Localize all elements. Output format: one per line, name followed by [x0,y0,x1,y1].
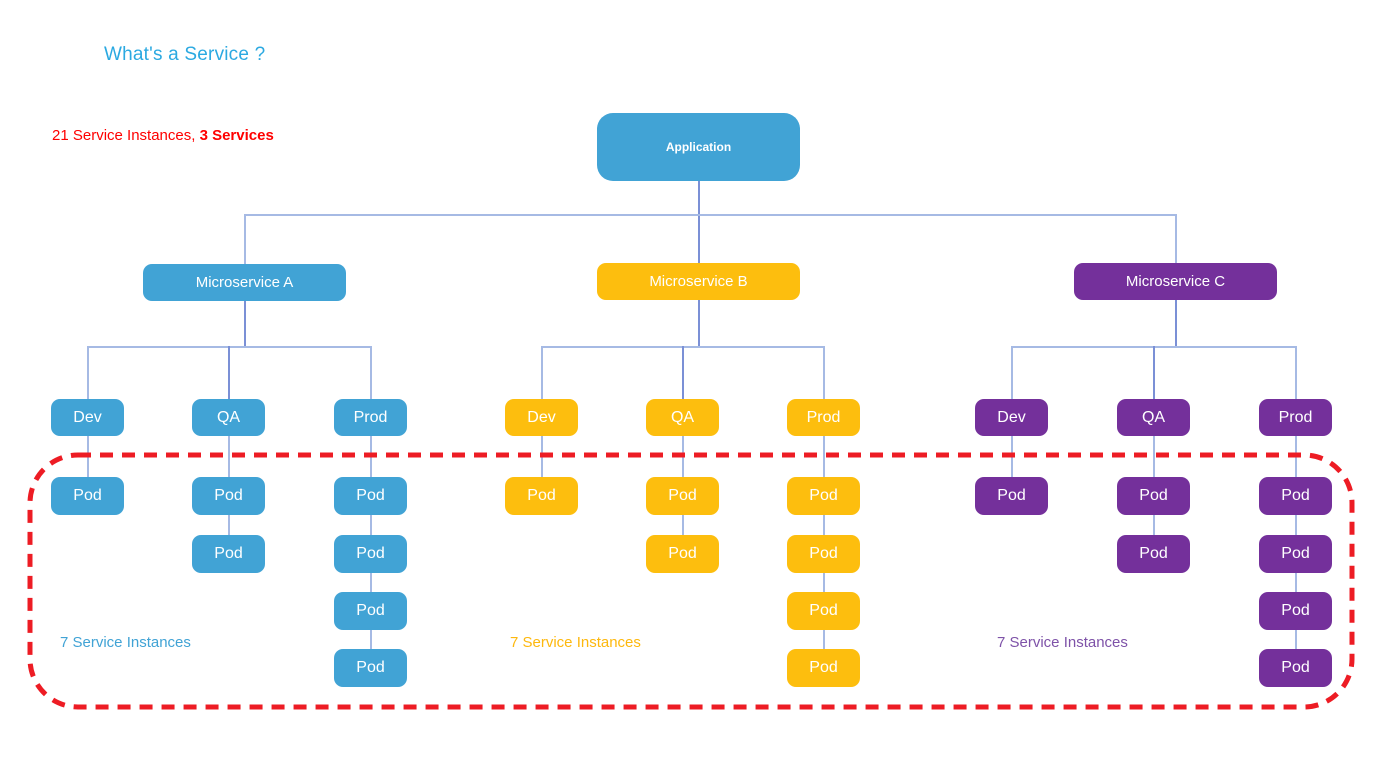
node-pod-c-prod-2: Pod [1259,535,1332,573]
connector-line [682,346,684,399]
connector-line [244,301,246,347]
connector-line [244,214,1177,216]
connector-line [1153,515,1155,535]
connector-line [1153,436,1155,477]
node-application: Application [597,113,800,181]
node-pod-c-qa-1: Pod [1117,477,1190,515]
connector-line [370,573,372,592]
node-pod-a-prod-1: Pod [334,477,407,515]
node-pod-a-qa-1: Pod [192,477,265,515]
connector-line [823,573,825,592]
node-env-c-dev: Dev [975,399,1048,436]
node-env-a-prod: Prod [334,399,407,436]
summary-services-count: 3 Services [199,127,274,144]
node-pod-c-prod-3: Pod [1259,592,1332,630]
summary-instances-count: 21 Service Instances, [52,127,200,144]
node-env-b-qa: QA [646,399,719,436]
connector-line [1175,214,1177,263]
node-pod-b-dev-1: Pod [505,477,578,515]
node-pod-a-prod-2: Pod [334,535,407,573]
connector-line [823,630,825,649]
node-pod-b-prod-2: Pod [787,535,860,573]
connector-line [1295,630,1297,649]
connector-line [1175,300,1177,347]
node-env-c-prod: Prod [1259,399,1332,436]
connector-line [698,300,700,347]
instances-label-a: 7 Service Instances [60,634,191,651]
node-pod-c-prod-1: Pod [1259,477,1332,515]
connector-line [682,436,684,477]
node-env-b-prod: Prod [787,399,860,436]
connector-line [1295,346,1297,399]
node-env-a-dev: Dev [51,399,124,436]
node-pod-b-prod-1: Pod [787,477,860,515]
node-pod-a-qa-2: Pod [192,535,265,573]
connector-line [87,346,89,399]
node-pod-a-dev-1: Pod [51,477,124,515]
connector-line [1295,436,1297,477]
connector-line [87,436,89,477]
node-pod-c-prod-4: Pod [1259,649,1332,687]
node-pod-c-dev-1: Pod [975,477,1048,515]
connector-line [1153,346,1155,399]
node-env-a-qa: QA [192,399,265,436]
connector-line [698,181,700,263]
node-env-b-dev: Dev [505,399,578,436]
instances-label-b: 7 Service Instances [510,634,641,651]
connector-line [823,515,825,535]
connector-line [823,436,825,477]
node-pod-a-prod-4: Pod [334,649,407,687]
connector-line [228,436,230,477]
connector-line [370,346,372,399]
node-pod-b-qa-1: Pod [646,477,719,515]
connector-line [370,515,372,535]
page-title: What's a Service ? [104,44,266,65]
connector-line [1011,346,1013,399]
connector-line [370,630,372,649]
instances-label-c: 7 Service Instances [997,634,1128,651]
node-microservice-b: Microservice B [597,263,800,300]
connector-line [1011,436,1013,477]
node-pod-b-qa-2: Pod [646,535,719,573]
connector-line [682,515,684,535]
connector-line [1295,515,1297,535]
connector-line [228,346,230,399]
node-pod-c-qa-2: Pod [1117,535,1190,573]
connector-line [823,346,825,399]
node-pod-b-prod-4: Pod [787,649,860,687]
node-pod-a-prod-3: Pod [334,592,407,630]
connector-line [370,436,372,477]
connector-line [541,436,543,477]
connector-line [541,346,543,399]
connector-line [244,214,246,264]
summary-text: 21 Service Instances, 3 Services [52,127,274,144]
connector-line [228,515,230,535]
node-microservice-a: Microservice A [143,264,346,301]
node-microservice-c: Microservice C [1074,263,1277,300]
node-pod-b-prod-3: Pod [787,592,860,630]
node-env-c-qa: QA [1117,399,1190,436]
connector-line [1295,573,1297,592]
